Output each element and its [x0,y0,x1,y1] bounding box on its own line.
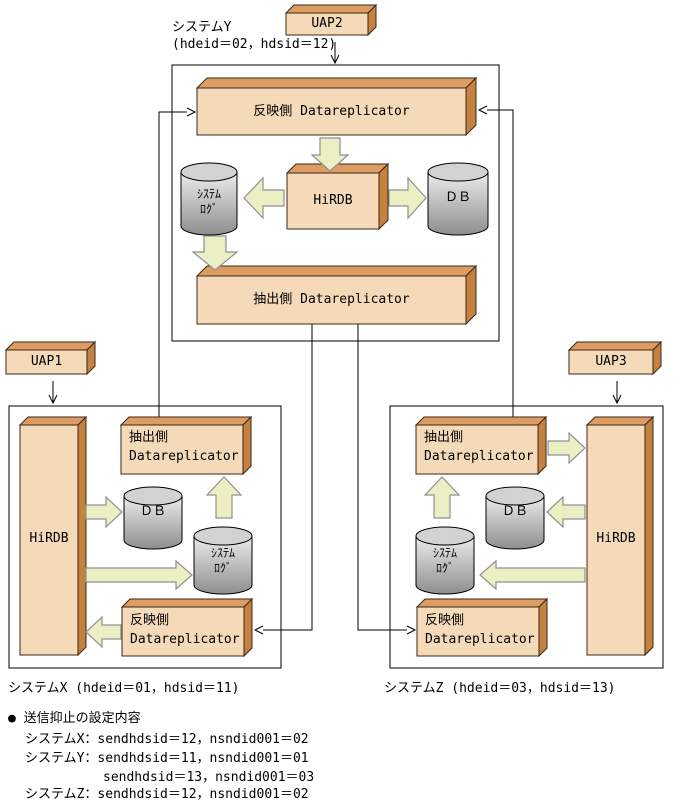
uap3-label: UAP3 [595,354,627,369]
y-reflect-to-hirdb-arrow [310,137,350,172]
x-reflect-datareplicator-box [120,597,254,658]
z-extract-label: 抽出側 Datareplicator [424,430,534,464]
z-extract-to-y-reflect-line [477,105,514,418]
note-line-x: システムX：sendhdsid＝12，nsndid001＝02 [25,732,309,747]
z-syslog-to-extract-arrow [423,476,461,519]
x-extract-label: 抽出側 Datareplicator [129,430,239,464]
system-x-frame [8,405,282,669]
x-reflect-label: 反映側 Datareplicator [130,613,240,647]
z-hirdb-to-syslog-arrow [479,559,586,591]
x-syslog-label: ｼｽﾃﾑ ﾛｸﾞ [210,546,235,575]
system-y-params: (hdeid＝02，hdsid＝12) [172,37,337,52]
uap2-label: UAP2 [311,16,343,31]
x-hirdb-box [18,415,88,657]
system-y-name: システムY [172,20,232,35]
y-hirdb-box [285,162,390,231]
uap3-to-system-z-arrow [612,381,622,405]
y-hirdb-label: HiRDB [313,193,353,208]
z-syslog-cylinder [415,526,475,595]
y-hirdb-to-syslog-arrow [243,176,285,220]
system-y-frame [171,64,500,342]
uap3-box [567,340,663,376]
z-hirdb-to-db-arrow [546,495,586,529]
y-syslog-cylinder [180,162,238,236]
z-syslog-label: ｼｽﾃﾑ ﾛｸﾞ [432,546,457,575]
system-z-frame [389,405,664,669]
uap2-to-system-y-arrow [330,42,340,65]
y-db-cylinder [427,162,489,236]
z-reflect-datareplicator-box [415,597,549,658]
z-extract-to-hirdb-arrow [547,431,586,465]
x-syslog-cylinder [193,526,253,595]
x-extract-to-y-reflect-line [158,107,197,418]
x-reflect-to-hirdb-arrow [85,615,122,649]
x-hirdb-label: HiRDB [29,531,69,546]
system-x-caption: システムX (hdeid＝01，hdsid＝11) [8,681,240,696]
uap1-label: UAP1 [30,354,63,369]
z-reflect-label: 反映側 Datareplicator [425,613,535,647]
z-db-cylinder [485,486,545,550]
z-db-label: ＤＢ [501,504,528,519]
y-syslog-to-extract-arrow [191,235,239,271]
note-line-z: システムZ：sendhdsid＝12，nsndid001＝02 [25,787,309,802]
x-hirdb-to-syslog-arrow [85,559,193,591]
y-extract-to-z-reflect-line [357,324,417,635]
y-extract-datareplicator-box [195,264,478,326]
x-hirdb-to-db-arrow [85,495,123,529]
y-reflect-label: 反映側 Datareplicator [253,103,410,119]
y-extract-to-x-reflect-line [253,324,313,635]
x-db-cylinder [123,486,183,550]
system-z-caption: システムZ (hdeid＝03，hdsid＝13) [384,681,616,696]
uap1-box [4,340,97,376]
z-extract-datareplicator-box [414,415,548,476]
x-db-label: ＤＢ [139,504,166,519]
uap1-to-system-x-arrow [48,381,58,405]
y-hirdb-to-db-arrow [388,176,427,220]
x-syslog-to-extract-arrow [205,476,243,519]
z-hirdb-label: HiRDB [596,531,636,546]
y-extract-label: 抽出側 Datareplicator [253,292,410,307]
x-extract-datareplicator-box [119,415,253,476]
y-reflect-datareplicator-box [195,76,478,137]
note-line-y2: sendhdsid＝13，nsndid001＝03 [103,770,315,785]
note-line-y1: システムY：sendhdsid＝11，nsndid001＝01 [25,751,309,766]
uap2-box [284,3,378,37]
y-db-label: ＤＢ [444,190,471,205]
notes-heading: ● 送信抑止の設定内容 [8,711,141,726]
y-syslog-label: ｼｽﾃﾑ ﾛｸﾞ [196,187,221,216]
z-hirdb-box [585,415,655,657]
